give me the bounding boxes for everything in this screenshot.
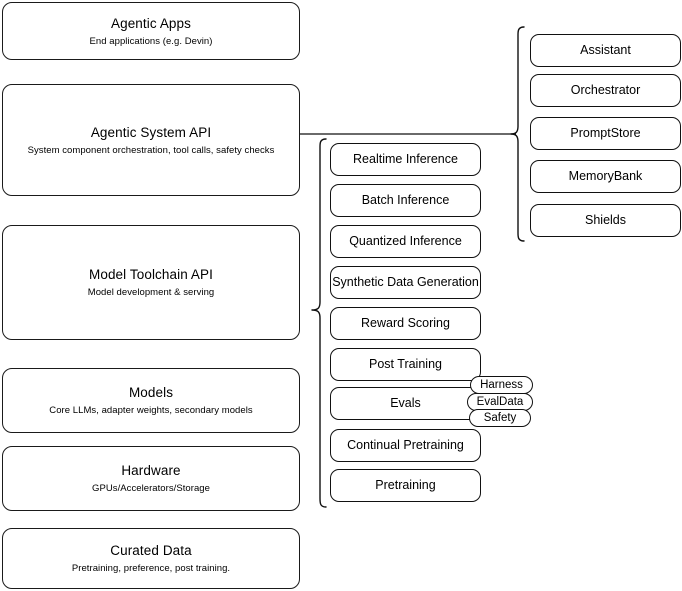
eval-pill-label: EvalData [476, 395, 524, 408]
right-components-brace [508, 22, 532, 250]
capability-label: Batch Inference [361, 193, 450, 207]
layer-curated-data[interactable]: Curated Data Pretraining, preference, po… [2, 528, 300, 589]
component-label: MemoryBank [568, 169, 643, 183]
eval-pill-label: Harness [480, 378, 523, 391]
layer-subtitle: Model development & serving [87, 287, 215, 298]
layer-title: Curated Data [110, 543, 192, 558]
component-label: Orchestrator [570, 83, 641, 97]
layer-title: Agentic Apps [110, 15, 191, 31]
layer-models[interactable]: Models Core LLMs, adapter weights, secon… [2, 368, 300, 433]
component-label: PromptStore [570, 126, 641, 140]
capability-realtime-inference[interactable]: Realtime Inference [330, 143, 481, 176]
component-memorybank[interactable]: MemoryBank [530, 160, 681, 193]
component-label: Shields [585, 213, 626, 227]
component-assistant[interactable]: Assistant [530, 34, 681, 67]
capability-continual-pretraining[interactable]: Continual Pretraining [330, 429, 481, 462]
layer-model-toolchain-api[interactable]: Model Toolchain API Model development & … [2, 225, 300, 340]
capability-reward-scoring[interactable]: Reward Scoring [330, 307, 481, 340]
capability-post-training[interactable]: Post Training [330, 348, 481, 381]
capability-label: Pretraining [375, 478, 436, 492]
layer-title: Hardware [121, 463, 181, 478]
layer-subtitle: End applications (e.g. Devin) [89, 35, 213, 47]
capability-label: Post Training [369, 357, 442, 371]
toolchain-capabilities-brace [303, 134, 329, 520]
component-orchestrator[interactable]: Orchestrator [530, 74, 681, 107]
layer-agentic-apps[interactable]: Agentic Apps End applications (e.g. Devi… [2, 2, 300, 60]
layer-hardware[interactable]: Hardware GPUs/Accelerators/Storage [2, 446, 300, 511]
eval-pill-evaldata[interactable]: EvalData [467, 393, 533, 411]
capability-label: Evals [390, 396, 421, 410]
component-shields[interactable]: Shields [530, 204, 681, 237]
capability-label: Quantized Inference [349, 234, 462, 248]
capability-quantized-inference[interactable]: Quantized Inference [330, 225, 481, 258]
layer-title: Agentic System API [90, 124, 212, 140]
layer-subtitle: Core LLMs, adapter weights, secondary mo… [49, 405, 253, 416]
capability-evals[interactable]: Evals [330, 387, 481, 420]
capability-label: Continual Pretraining [347, 438, 464, 452]
eval-pill-harness[interactable]: Harness [470, 376, 533, 394]
capability-label: Reward Scoring [361, 316, 450, 330]
eval-pill-label: Safety [483, 411, 517, 424]
layer-agentic-system-api[interactable]: Agentic System API System component orch… [2, 84, 300, 196]
layer-subtitle: Pretraining, preference, post training. [71, 563, 231, 574]
layer-subtitle: System component orchestration, tool cal… [27, 144, 275, 156]
capability-label: Realtime Inference [353, 152, 458, 166]
component-promptstore[interactable]: PromptStore [530, 117, 681, 150]
layer-title: Model Toolchain API [89, 267, 213, 282]
capability-synthetic-data-generation[interactable]: Synthetic Data Generation [330, 266, 481, 299]
capability-label: Synthetic Data Generation [332, 275, 479, 289]
eval-pill-safety[interactable]: Safety [469, 409, 531, 427]
capability-pretraining[interactable]: Pretraining [330, 469, 481, 502]
component-label: Assistant [580, 43, 631, 57]
layer-subtitle: GPUs/Accelerators/Storage [92, 483, 210, 494]
layer-title: Models [128, 385, 174, 400]
capability-batch-inference[interactable]: Batch Inference [330, 184, 481, 217]
